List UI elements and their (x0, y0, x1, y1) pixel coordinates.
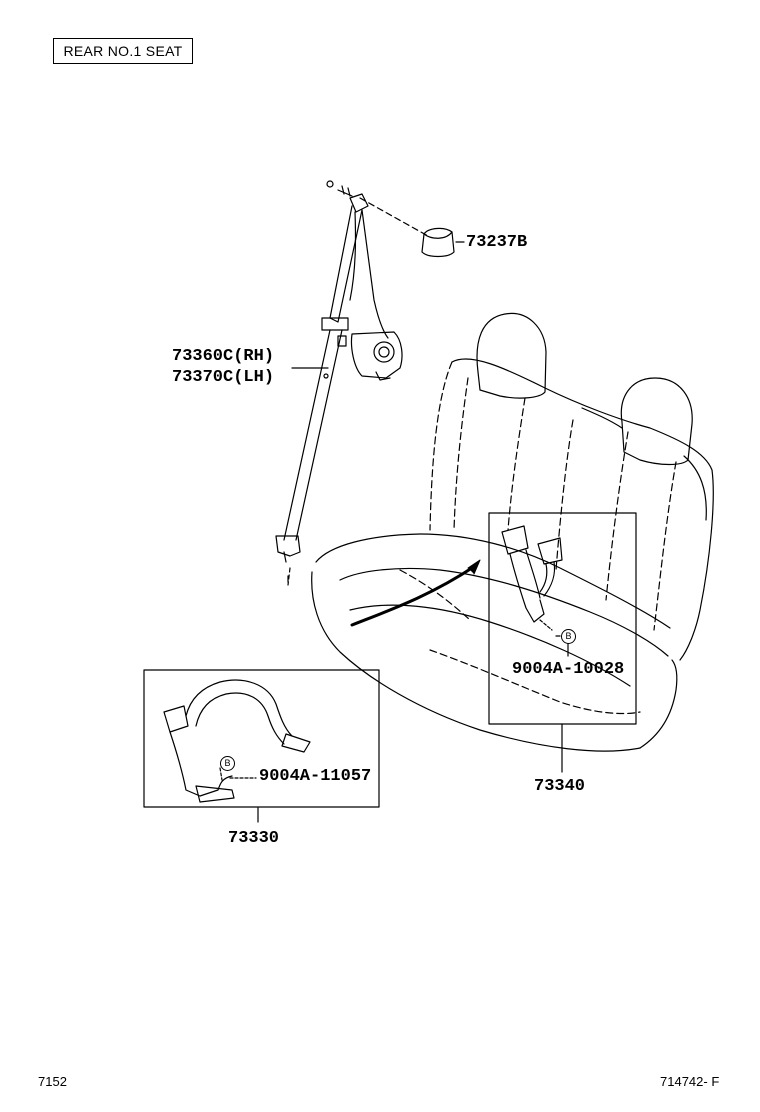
part-number-bolt-right: 9004A-10028 (512, 660, 625, 679)
part-number-belt-lh: 73370C(LH) (172, 368, 275, 387)
part-number-buckle-left: 73330 (228, 829, 280, 848)
buckle-left-drawing (163, 679, 311, 803)
cover-part-drawing (421, 227, 455, 258)
part-number-buckle-right: 73340 (534, 777, 586, 796)
part-number-bolt-left: 9004A-11057 (259, 767, 372, 786)
part-number-belt-rh: 73360C(RH) (172, 347, 275, 366)
shoulder-belt-drawing (275, 180, 403, 583)
page-title: REAR NO.1 SEAT (53, 38, 193, 64)
buckle-left-detail-box (143, 669, 380, 808)
part-number-cover: 73237B (466, 233, 528, 252)
drawing-code: 714742- F (660, 1074, 720, 1089)
buckle-right-drawing (501, 525, 563, 631)
callout-b-left: B (220, 756, 235, 771)
callout-b-right: B (561, 629, 576, 644)
rear-seat-drawing (287, 197, 714, 752)
buckle-right-detail-box (488, 512, 637, 725)
figure-code: 7152 (38, 1074, 67, 1089)
